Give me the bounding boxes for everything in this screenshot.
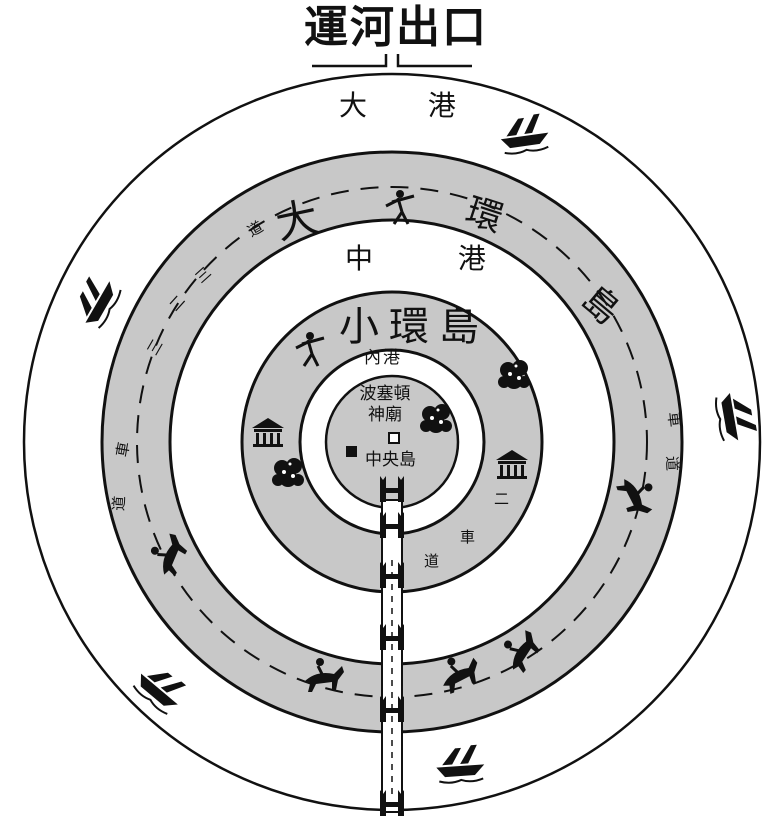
- square-marker-icon: [346, 446, 357, 457]
- road-label-char: 車: [115, 441, 132, 458]
- small-ring-island-label: 小環島: [339, 307, 489, 347]
- large-harbor-label: 大 港: [339, 92, 482, 120]
- road-label-char: 道: [112, 495, 128, 511]
- poseidon-temple-label: 波塞頓神廟: [358, 384, 412, 426]
- inner-harbor-label: 內港: [364, 350, 402, 367]
- large-ring-char: 大: [272, 196, 322, 246]
- inner-road-char: 車: [460, 530, 475, 545]
- inner-road-char: 二: [494, 492, 509, 507]
- road-label-char: 車: [665, 411, 681, 428]
- middle-harbor-label: 中 港: [345, 245, 524, 273]
- canal-exit-bracket: [312, 54, 472, 66]
- canal-exit-title: 運河出口: [304, 6, 488, 50]
- inner-road-char: 道: [424, 554, 439, 569]
- road-label-char: 道: [664, 456, 680, 472]
- square-marker-icon: [389, 433, 399, 443]
- central-island-label: 中央島: [365, 452, 416, 469]
